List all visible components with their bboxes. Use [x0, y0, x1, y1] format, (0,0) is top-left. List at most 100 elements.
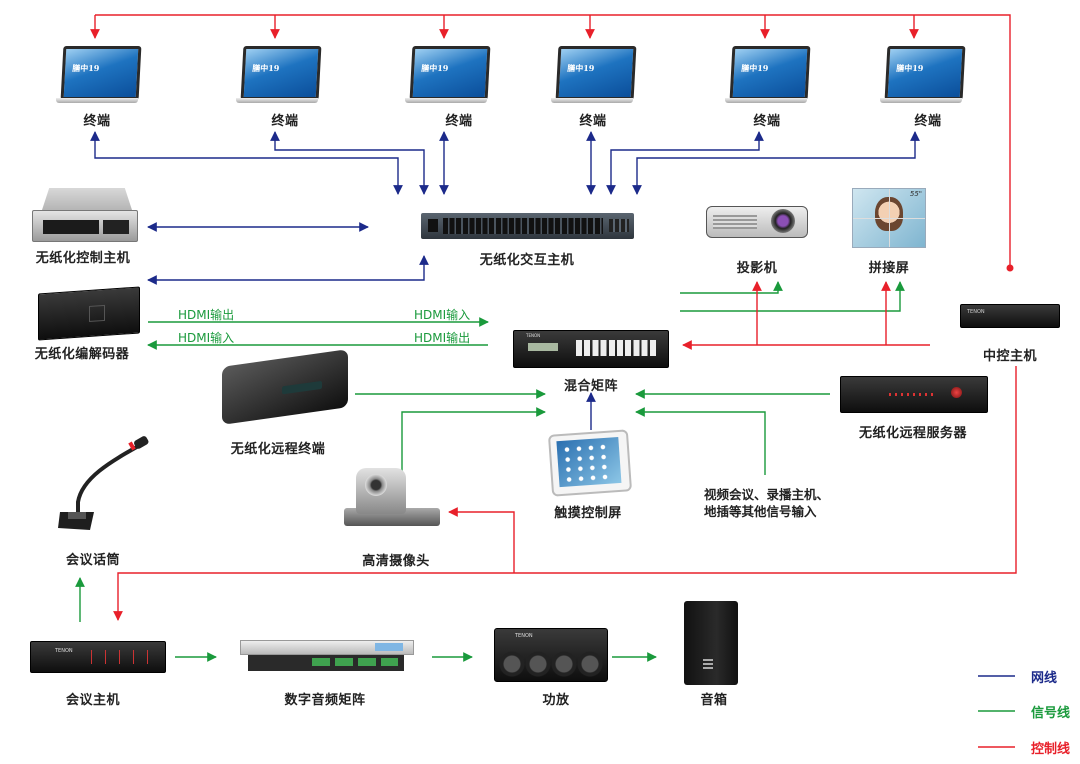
projector-device[interactable] [706, 206, 808, 238]
hdmi-in-label: HDMI输入 [414, 308, 471, 322]
control-lines [113, 281, 1017, 621]
cooling-fans [499, 651, 603, 677]
amplifier-label: 功放 [542, 693, 570, 708]
screen-text: 膳中19 [741, 63, 769, 73]
app-icons [560, 441, 612, 483]
hdmi-out-label: HDMI输出 [414, 331, 471, 345]
switch-device[interactable] [421, 213, 634, 239]
remote-terminal-label: 无纸化远程终端 [230, 442, 326, 457]
matrix-buttons [576, 340, 658, 356]
ethernet-ports [443, 218, 603, 234]
front-panel [103, 220, 129, 234]
central-control-label: 中控主机 [982, 349, 1038, 364]
front-vent [43, 220, 99, 234]
projector-vent [713, 215, 757, 229]
network-lines-terminals [90, 131, 920, 430]
terminal-screen: 膳中19 [60, 46, 142, 100]
status-display [282, 380, 322, 395]
screen-text: 膳中19 [72, 63, 100, 73]
terminal-device[interactable]: 膳中19 [236, 46, 322, 106]
signal-lines [75, 281, 905, 662]
camera-lens-icon [365, 474, 387, 496]
power-button-icon [89, 304, 105, 322]
terminal-device[interactable]: 膳中19 [725, 46, 811, 106]
terminal-base [725, 98, 807, 103]
control-line-terminals [90, 14, 1011, 268]
terminal-label: 终端 [271, 114, 299, 129]
level-indicators [91, 650, 155, 664]
terminal-label: 终端 [579, 114, 607, 129]
other-inputs-line: 地插等其他信号输入 [704, 504, 817, 519]
codec-label: 无纸化编解码器 [34, 347, 130, 362]
hdmi-in-label: HDMI输入 [178, 331, 235, 345]
sfp-ports [609, 219, 629, 232]
control-host-top [42, 188, 132, 210]
touch-panel-device[interactable] [547, 429, 633, 497]
dsp-rear [248, 655, 404, 671]
bezel-line [853, 218, 925, 219]
speaker-device[interactable] [684, 601, 738, 685]
screen-text: 膳中19 [421, 63, 449, 73]
dsp-display [375, 643, 403, 651]
projector-label: 投影机 [736, 261, 778, 276]
lcd-display [528, 343, 558, 351]
remote-server-device[interactable] [840, 376, 988, 413]
legend-network: 网线 [1031, 671, 1058, 686]
hybrid-matrix-device[interactable]: TENON [513, 330, 669, 368]
dsp-front [240, 640, 414, 655]
terminal-device[interactable]: 膳中19 [405, 46, 491, 106]
meeting-mic-device[interactable] [50, 432, 150, 532]
brand-logo: TENON [515, 633, 533, 639]
central-control-device[interactable]: TENON [960, 304, 1060, 328]
terminal-screen: 膳中19 [729, 46, 811, 100]
dsp-matrix-label: 数字音频矩阵 [284, 693, 366, 708]
screen-text: 膳中19 [896, 63, 924, 73]
junction-dot [1006, 264, 1014, 272]
control-host-device[interactable] [32, 210, 138, 242]
legend-control: 控制线 [1031, 742, 1071, 757]
legend-signal: 信号线 [1031, 706, 1071, 721]
terminal-base [236, 98, 318, 103]
projector-lens-icon [771, 209, 795, 233]
terminal-label: 终端 [83, 114, 111, 129]
meeting-mic-label: 会议话筒 [65, 553, 121, 568]
codec-device[interactable] [38, 286, 140, 341]
amplifier-device[interactable]: TENON [494, 628, 608, 682]
terminal-device[interactable]: 膳中19 [880, 46, 966, 106]
screen-text: 膳中19 [252, 63, 280, 73]
terminal-base [880, 98, 962, 103]
hd-camera-head [356, 468, 406, 514]
meeting-host-device[interactable]: TENON [30, 641, 166, 673]
remote-server-label: 无纸化远程服务器 [858, 426, 968, 441]
screen-text: 膳中19 [567, 63, 595, 73]
terminal-screen: 膳中19 [409, 46, 491, 100]
other-inputs-text: 视频会议、录播主机、 地插等其他信号输入 [704, 486, 829, 520]
hybrid-matrix-label: 混合矩阵 [563, 379, 619, 394]
terminal-label: 终端 [914, 114, 942, 129]
brand-logo: TENON [526, 333, 541, 338]
terminal-label: 终端 [753, 114, 781, 129]
splice-screen-label: 拼接屏 [868, 261, 910, 276]
splice-screen-device[interactable]: 55" [852, 188, 926, 248]
screen-size-label: 55" [909, 190, 922, 198]
terminal-device[interactable]: 膳中19 [551, 46, 637, 106]
terminal-blocks [312, 658, 398, 666]
terminal-screen: 膳中19 [555, 46, 637, 100]
touch-panel-label: 触摸控制屏 [554, 506, 622, 521]
speaker-logo [703, 659, 713, 671]
meeting-host-label: 会议主机 [65, 693, 121, 708]
control-host-label: 无纸化控制主机 [35, 251, 131, 266]
power-button-icon [951, 387, 962, 398]
hdmi-out-label: HDMI输出 [178, 308, 235, 322]
power-socket-icon [428, 219, 438, 232]
hd-camera-label: 高清摄像头 [362, 554, 430, 569]
terminal-screen: 膳中19 [240, 46, 322, 100]
brand-logo: TENON [967, 309, 985, 315]
dsp-matrix-device[interactable] [240, 640, 414, 672]
terminal-device[interactable]: 膳中19 [56, 46, 142, 106]
indicator-leds [889, 393, 934, 396]
terminal-screen: 膳中19 [884, 46, 966, 100]
terminal-base [405, 98, 487, 103]
